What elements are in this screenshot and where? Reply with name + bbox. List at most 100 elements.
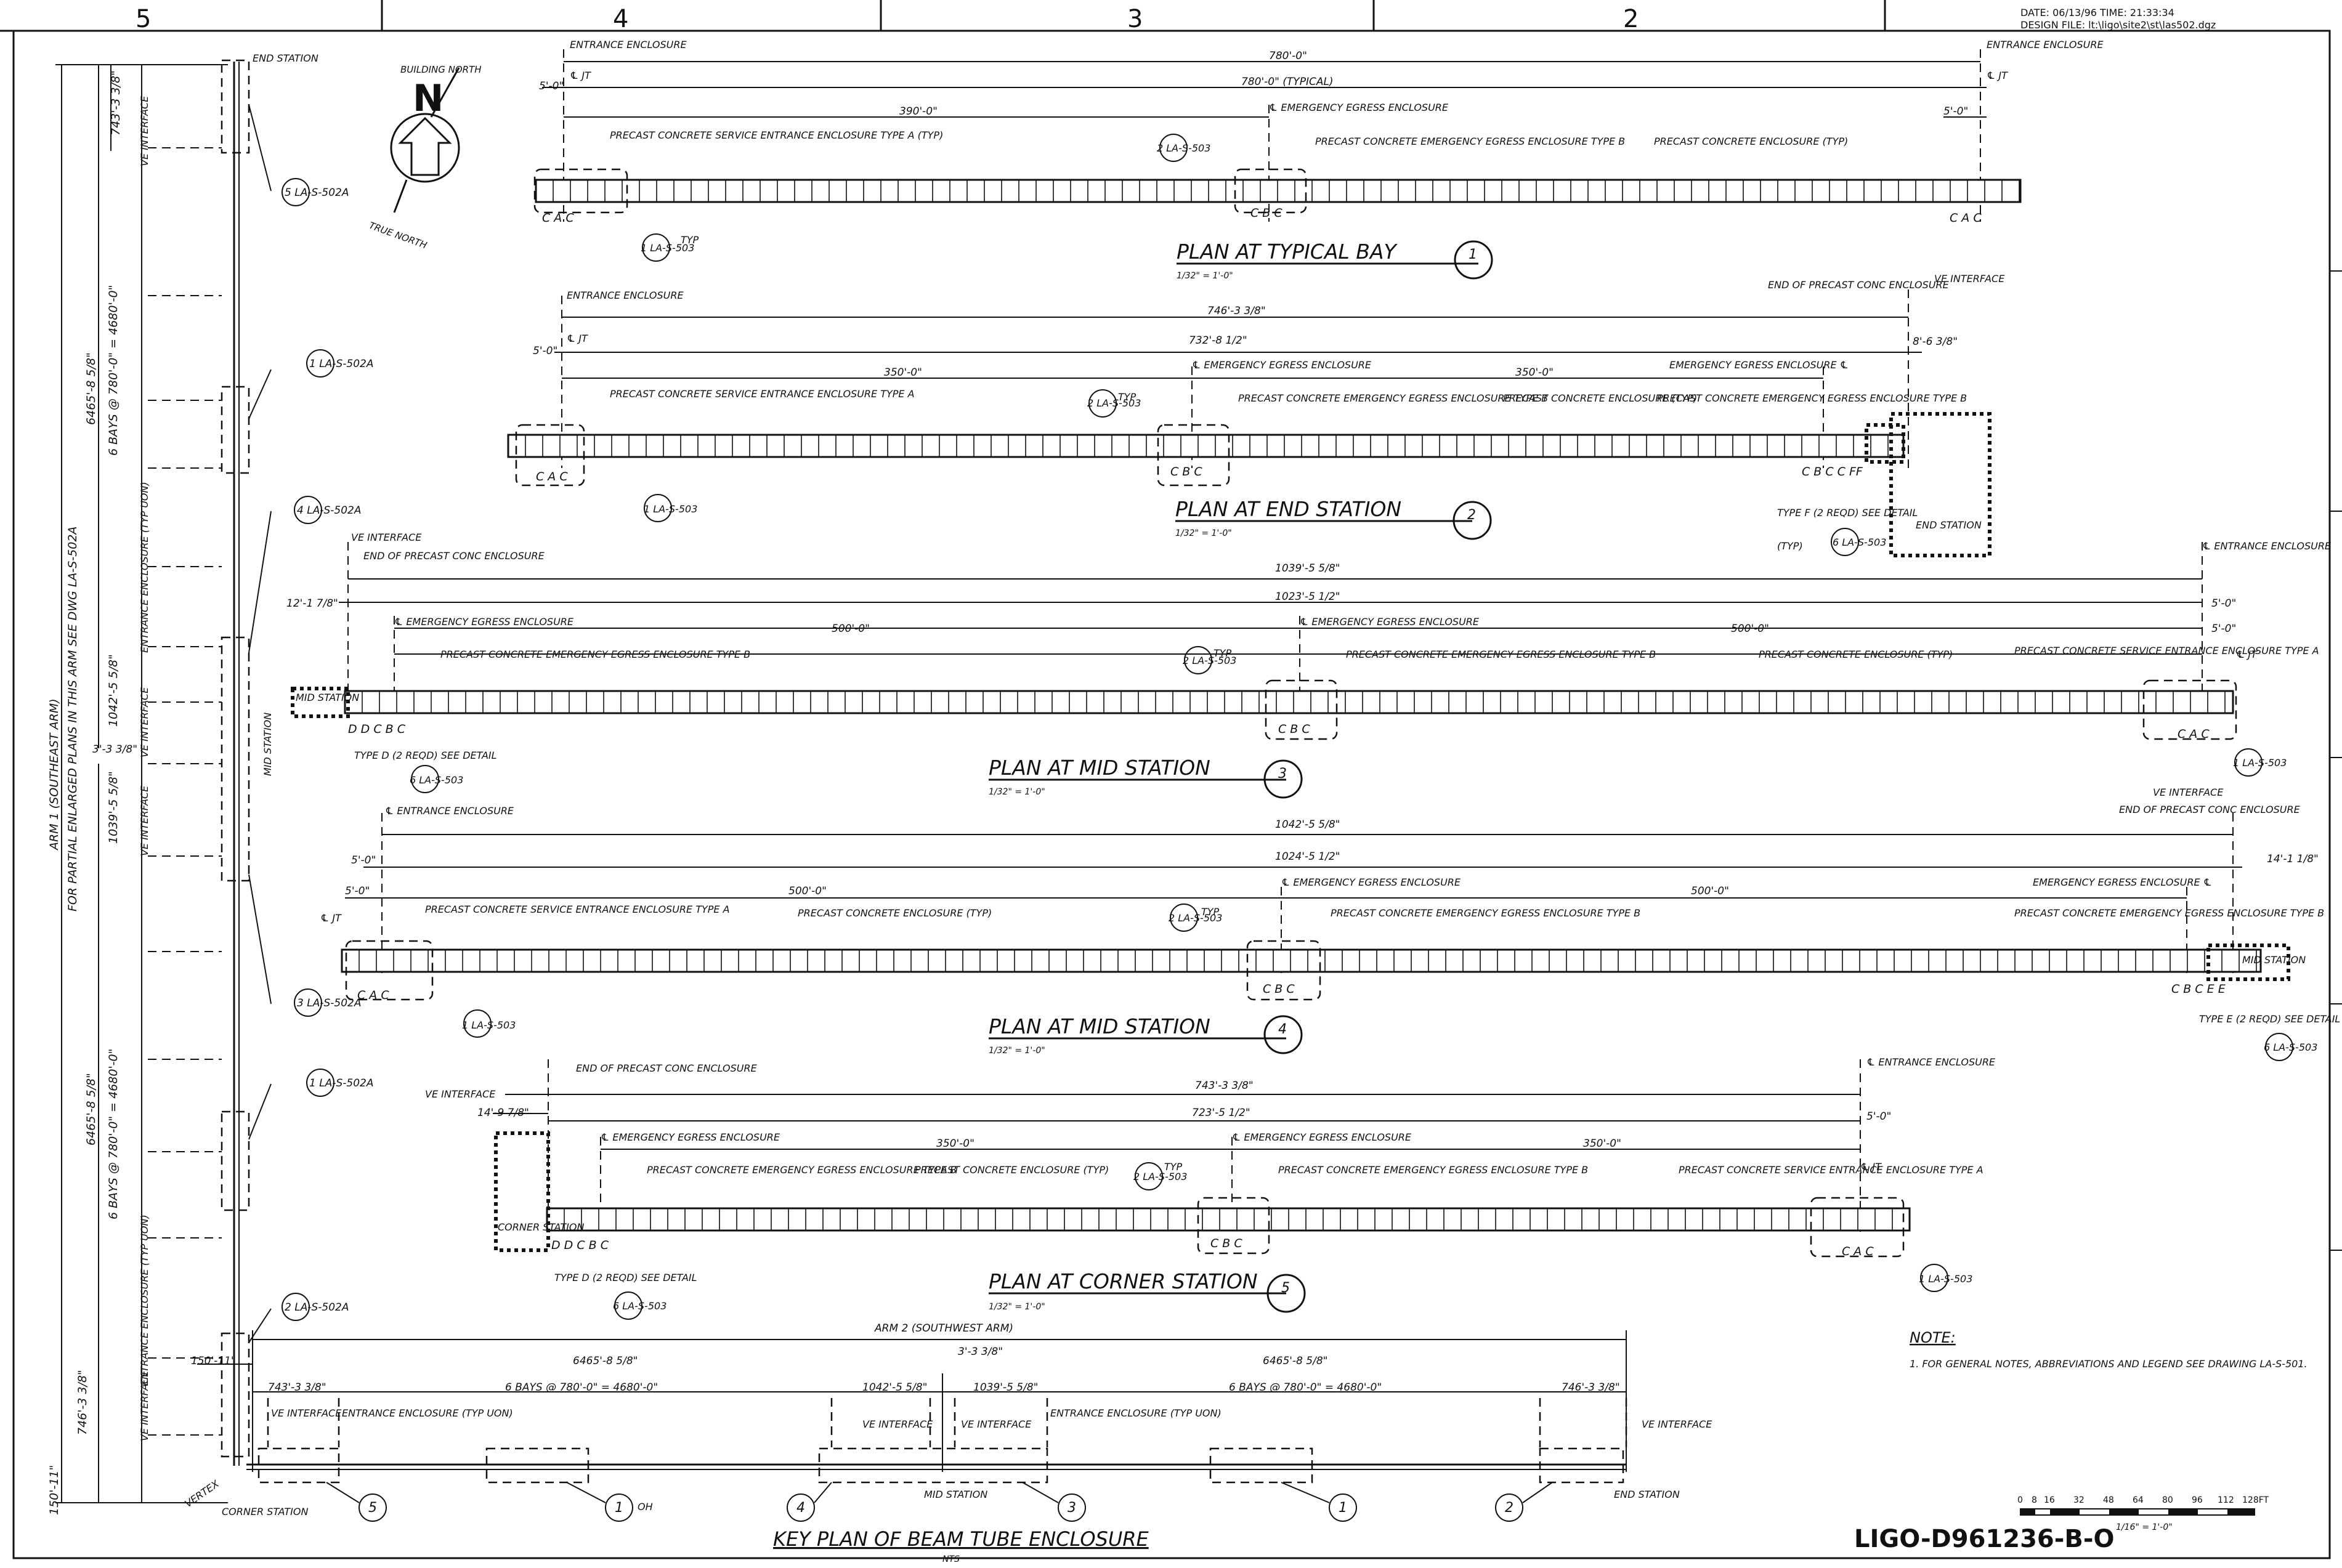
p2-type-f: TYPE F (2 REQD) SEE DETAIL	[1777, 507, 1918, 519]
arm1-entrance-2: ENTRANCE ENCLOSURE (TYP UON)	[139, 1214, 150, 1386]
arm2-dim-150: 150'-11"	[191, 1355, 236, 1367]
plan-typical-bay: ENTRANCE ENCLOSURE ℄ JT 780'-0" 780'-0" …	[533, 39, 2104, 281]
arm1-ve-interface-4: VE INTERFACE	[139, 1370, 150, 1441]
p1-entrance-enclosure-r: ENTRANCE ENCLOSURE	[1987, 39, 2104, 51]
p1-dim-5a: 5'-0"	[539, 80, 564, 92]
scale-tick-64: 64	[2133, 1495, 2144, 1505]
p5-dim-723: 723'-5 1/2"	[1192, 1107, 1250, 1119]
arm1-dim-total-top: 6465'-8 5/8"	[84, 352, 98, 425]
p2-end-station: END STATION	[1916, 519, 1982, 531]
p4-num: 4	[1278, 1022, 1287, 1037]
tube-3	[344, 690, 2234, 714]
p2-letters-l: C A C	[536, 470, 568, 483]
p1-letters-m: C B C	[1250, 206, 1282, 220]
p4-typ: TYP	[1201, 906, 1220, 918]
scale-tick-48: 48	[2103, 1495, 2114, 1505]
grid-col-5: 5	[136, 5, 151, 33]
p3-jt: ℄ JT	[2236, 649, 2258, 660]
p4-scale: 1/32" = 1'-0"	[989, 1046, 1045, 1056]
p3-dim-12: 12'-1 7/8"	[286, 597, 338, 610]
p4-dim-5a: 5'-0"	[351, 854, 376, 867]
p2-letters-r: C B C C FF	[1802, 465, 1863, 479]
p1-dim-780-typ: 780'-0" (TYPICAL)	[1241, 76, 1334, 88]
scale-bar-note: 1/16" = 1'-0"	[2116, 1522, 2173, 1532]
p5-ve-interface: VE INTERFACE	[425, 1088, 496, 1100]
arm1-dim-bays-bot: 6 BAYS @ 780'-0" = 4680'-0"	[107, 1049, 120, 1219]
p2-ref-2: 1 LA-S-503	[644, 503, 697, 515]
p4-dim-14: 14'-1 1/8"	[2267, 853, 2319, 865]
arm1-dim-3ft: 3'-3 3/8"	[92, 743, 137, 756]
p3-entrance-cl: ℄ ENTRANCE ENCLOSURE	[2202, 540, 2332, 552]
p5-note-egress-2: PRECAST CONCRETE EMERGENCY EGRESS ENCLOS…	[1278, 1164, 1588, 1176]
p4-dim-1024: 1024'-5 1/2"	[1275, 851, 1340, 863]
arm2-entrance-1: ENTRANCE ENCLOSURE (TYP UON)	[342, 1407, 513, 1419]
arm2-dim-bays-right: 6 BAYS @ 780'-0" = 4680'-0"	[1229, 1381, 1382, 1394]
tube-5-segments	[564, 1208, 1893, 1231]
p4-note-precast: PRECAST CONCRETE ENCLOSURE (TYP)	[798, 907, 992, 919]
p3-note-egress-1: PRECAST CONCRETE EMERGENCY EGRESS ENCLOS…	[440, 649, 750, 660]
p2-dim-8: 8'-6 3/8"	[1913, 336, 1958, 348]
arm2-ve-1: VE INTERFACE	[271, 1407, 342, 1419]
arm2-entrance-2: ENTRANCE ENCLOSURE (TYP UON)	[1050, 1407, 1222, 1419]
p5-num: 5	[1281, 1280, 1290, 1296]
p5-end-of-precast: END OF PRECAST CONC ENCLOSURE	[576, 1062, 758, 1074]
p5-ref-3: 1 LA-S-503	[1919, 1273, 1972, 1285]
grid-col-2: 2	[1623, 5, 1639, 33]
p3-dim-1023: 1023'-5 1/2"	[1275, 591, 1340, 603]
p2-note-service: PRECAST CONCRETE SERVICE ENTRANCE ENCLOS…	[610, 388, 915, 400]
p5-letters-m: C B C	[1210, 1237, 1242, 1250]
scale-tick-8: 8	[2032, 1495, 2037, 1505]
arm1-ref-2: 1 LA-S-502A	[309, 358, 373, 370]
arm2-dim-total-right: 6465'-8 5/8"	[1263, 1355, 1327, 1367]
note-text: 1. FOR GENERAL NOTES, ABBREVIATIONS AND …	[1910, 1358, 2308, 1370]
arm1-dim-743: 743'-3 3/8"	[109, 70, 123, 135]
scale-tick-0: 0	[2017, 1495, 2023, 1505]
p5-scale: 1/32" = 1'-0"	[989, 1302, 1045, 1312]
p2-dim-350a: 350'-0"	[884, 366, 922, 379]
oh-label: OH	[638, 1501, 653, 1513]
key-marker-4: 4	[796, 1500, 805, 1516]
p1-scale: 1/32" = 1'-0"	[1177, 271, 1233, 281]
p2-end-of-precast: END OF PRECAST CONC ENCLOSURE	[1768, 279, 1950, 291]
plan-corner-station: END OF PRECAST CONC ENCLOSURE VE INTERFA…	[425, 1056, 1996, 1320]
p3-type-d: TYPE D (2 REQD) SEE DETAIL	[354, 750, 497, 761]
tube-1	[535, 179, 2022, 203]
p5-letters-l: D D C B C	[551, 1239, 609, 1252]
plan-end-station: ENTRANCE ENCLOSURE ℄ JT 746'-3 3/8" 732'…	[507, 273, 2005, 557]
tube-1-segments	[553, 180, 2020, 202]
p3-dim-1039: 1039'-5 5/8"	[1275, 562, 1340, 575]
p2-ref-3: 6 LA-S-503	[1833, 536, 1886, 548]
arm2-ve-4: VE INTERFACE	[1642, 1418, 1712, 1430]
p2-ref-1: 2 LA-S-503	[1087, 397, 1141, 409]
p2-typ: TYP	[1118, 391, 1137, 403]
p5-entrance-cl: ℄ ENTRANCE ENCLOSURE	[1866, 1056, 1996, 1068]
vertex-label: VERTEX	[182, 1477, 221, 1509]
tube-2-segments	[525, 435, 1889, 457]
p2-dim-350b: 350'-0"	[1515, 366, 1554, 379]
p3-dim-5b: 5'-0"	[2211, 623, 2236, 635]
arm1-ref-5: 1 LA-S-502A	[309, 1077, 373, 1089]
arm2-dim-743: 743'-3 3/8"	[268, 1381, 326, 1394]
key-marker-1b: 1	[1339, 1500, 1347, 1516]
grid-col-3: 3	[1127, 5, 1143, 33]
p4-ve-interface: VE INTERFACE	[2153, 786, 2224, 798]
p3-ref-2: 6 LA-S-503	[410, 774, 463, 786]
grid-col-4: 4	[613, 5, 628, 33]
p1-letters-l: C A C	[542, 211, 574, 225]
p1-dim-5b: 5'-0"	[1943, 105, 1968, 118]
p1-note-egress: PRECAST CONCRETE EMERGENCY EGRESS ENCLOS…	[1315, 135, 1625, 147]
tube-4	[341, 948, 2262, 973]
p3-note-service: PRECAST CONCRETE SERVICE ENTRANCE ENCLOS…	[2014, 645, 2319, 657]
p5-jt: ℄ JT	[1860, 1161, 1882, 1173]
arm1-ve-interface-1: VE INTERFACE	[139, 95, 150, 166]
arm1-dim-150: 150'-11"	[47, 1465, 61, 1515]
p3-dim-500a: 500'-0"	[832, 623, 870, 635]
arm2-dim-746: 746'-3 3/8"	[1562, 1381, 1620, 1394]
arm1-ref-6: 2 LA-S-502A	[285, 1301, 349, 1314]
p5-letters-r: C A C	[1842, 1245, 1874, 1258]
tube-5	[546, 1207, 1911, 1232]
p2-num: 2	[1467, 507, 1476, 523]
p5-ref-1: 2 LA-S-503	[1133, 1171, 1187, 1182]
p1-note-precast: PRECAST CONCRETE ENCLOSURE (TYP)	[1654, 135, 1848, 147]
key-plan-scale: NTS	[942, 1554, 960, 1564]
